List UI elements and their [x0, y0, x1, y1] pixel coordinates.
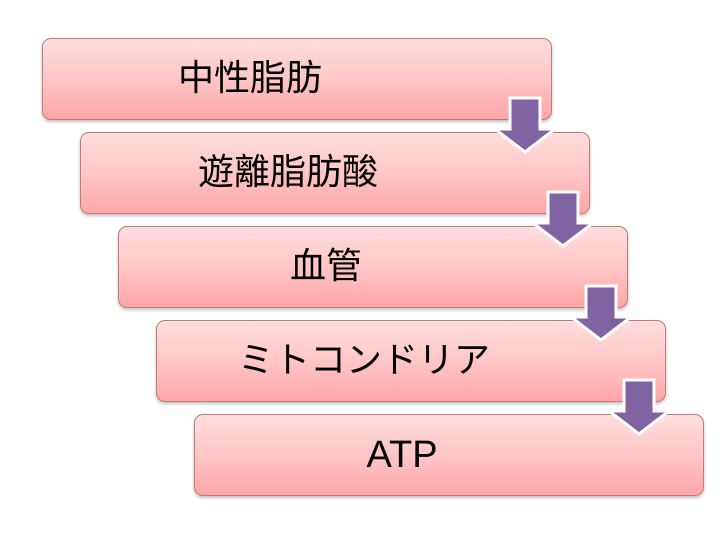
- step-box-1: 中性脂肪: [42, 38, 552, 120]
- step-box-4: ミトコンドリア: [156, 320, 666, 402]
- step-box-2: 遊離脂肪酸: [80, 132, 590, 214]
- step-box-5: ATP: [194, 414, 704, 496]
- step-label-2: 遊離脂肪酸: [197, 152, 378, 193]
- step-label-5: ATP: [366, 434, 438, 476]
- step-label-1: 中性脂肪: [177, 58, 322, 99]
- step-label-3: 血管: [289, 246, 362, 287]
- step-label-4: ミトコンドリア: [237, 340, 490, 381]
- step-box-3: 血管: [118, 226, 628, 308]
